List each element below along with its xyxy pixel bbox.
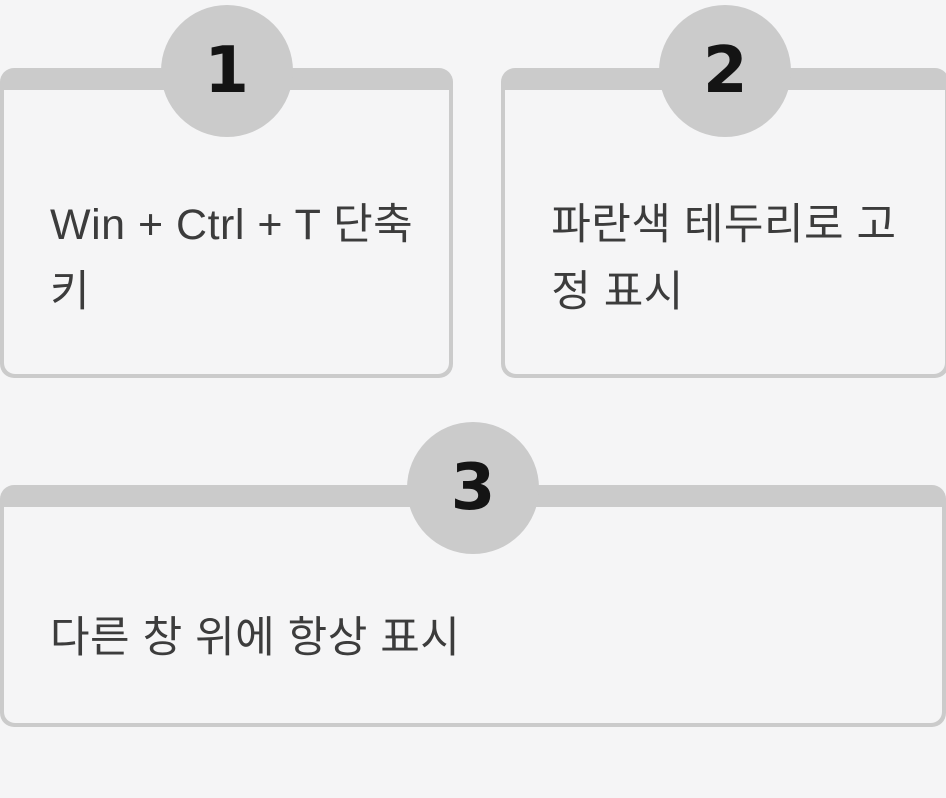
step-3-body: 다른 창 위에 항상 표시 [4,507,942,723]
step-card-1: 1 Win + Ctrl + T 단축 키 [0,5,454,378]
steps-diagram: 1 Win + Ctrl + T 단축 키 2 파란색 테두리로 고 정 표시 … [0,5,946,798]
step-1-number-badge: 1 [160,5,293,137]
steps-row-bottom: 3 다른 창 위에 항상 표시 [0,422,946,727]
step-1-number: 1 [204,34,249,108]
step-card-3: 3 다른 창 위에 항상 표시 [0,422,946,727]
step-1-text-line-2: 키 [50,268,91,316]
step-2-number-badge: 2 [659,5,792,137]
step-2-number: 2 [702,34,748,108]
step-3-number-badge: 3 [407,422,539,554]
step-3-number: 3 [450,451,496,525]
step-1-text-line-1: Win + Ctrl + T 단축 [50,201,414,249]
step-3-text-line-1: 다른 창 위에 항상 표시 [50,614,461,662]
steps-row-top: 1 Win + Ctrl + T 단축 키 2 파란색 테두리로 고 정 표시 [0,5,946,378]
step-2-body: 파란색 테두리로 고 정 표시 [505,90,946,374]
step-2-text-line-2: 정 표시 [551,268,684,316]
step-1-body: Win + Ctrl + T 단축 키 [4,90,450,374]
step-2-text-line-1: 파란색 테두리로 고 [551,201,897,249]
step-card-2: 2 파란색 테두리로 고 정 표시 [501,5,946,378]
